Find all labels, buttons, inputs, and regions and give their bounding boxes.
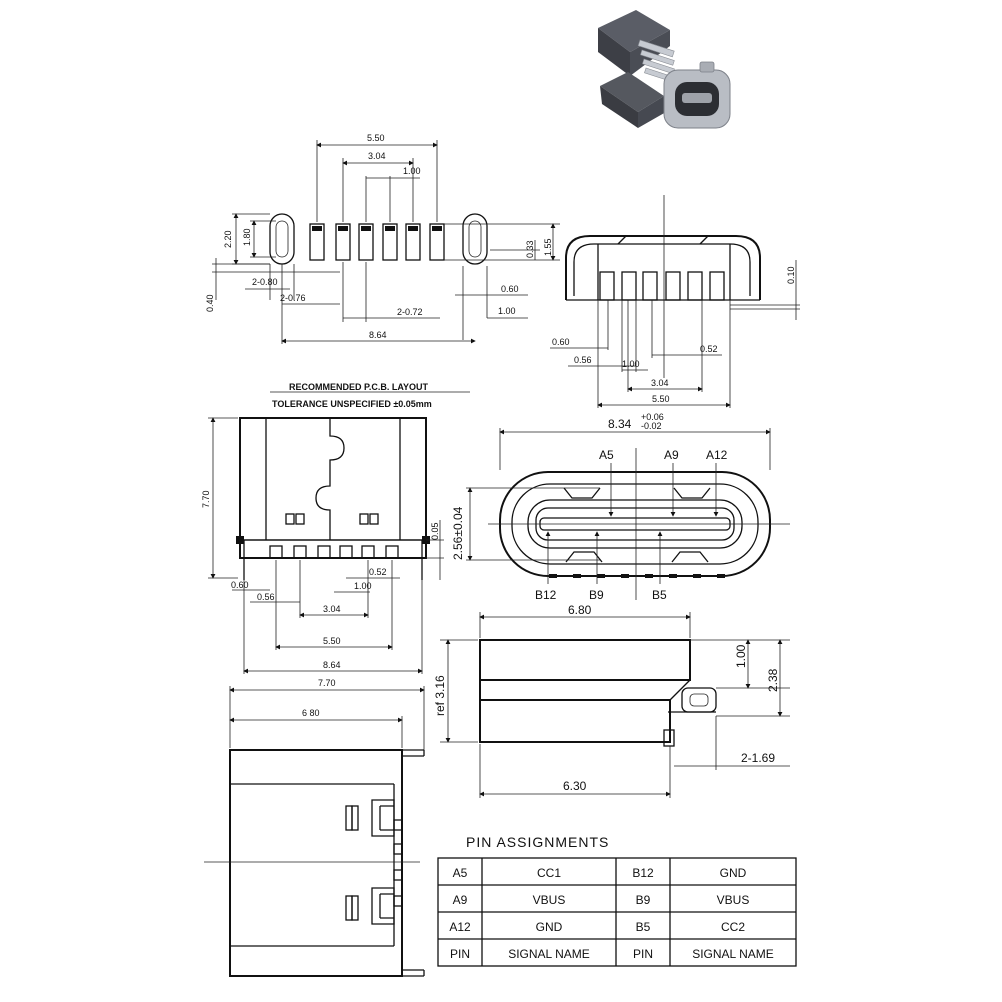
cell-r2-c1: GND: [536, 920, 563, 934]
front-dim-1-00: 1.00: [622, 359, 640, 369]
dim-3-04: 3.04: [368, 151, 386, 161]
cell-r2-c0: A12: [449, 920, 471, 934]
cell-r0-c1: CC1: [537, 866, 561, 880]
front-dim-0-56: 0.56: [574, 355, 592, 365]
cell-r3-c1: SIGNAL NAME: [508, 947, 590, 961]
profile-view: 6.80 1.00 2.38 ref 3.16 6.30 2-1.69: [433, 603, 790, 798]
cell-r3-c2: PIN: [633, 947, 653, 961]
product-photo: [598, 10, 731, 129]
dim-8-64: 8.64: [369, 330, 387, 340]
cell-r0-c0: A5: [453, 866, 468, 880]
pin-label-b9: B9: [589, 588, 604, 602]
dim-8-34: 8.34: [608, 417, 632, 431]
side-dim-0-05: 0.05: [430, 522, 440, 540]
side-dim-1-00: 1.00: [354, 581, 372, 591]
dim-1-55: 1.55: [543, 238, 553, 256]
dim-5-50: 5.50: [367, 133, 385, 143]
cell-r0-c2: B12: [632, 866, 654, 880]
front-dim-3-04: 3.04: [651, 378, 669, 388]
front-dim-0-60: 0.60: [552, 337, 570, 347]
front-dim-0-52: 0.52: [700, 344, 718, 354]
top-dim-6-80: 6 80: [302, 708, 320, 718]
dim-1-80: 1.80: [242, 228, 252, 246]
side-dim-0-56: 0.56: [257, 592, 275, 602]
mount-slot-left: [269, 213, 295, 265]
mount-slot-right: [462, 213, 488, 265]
pin-label-a12: A12: [706, 448, 728, 462]
side-dim-7-70: 7.70: [201, 490, 211, 508]
dim-1-00-b: 1.00: [498, 306, 516, 316]
pin-label-b5: B5: [652, 588, 667, 602]
cell-r3-c0: PIN: [450, 947, 470, 961]
pcb-layout-view: 5.50 3.04 1.00 2.20 1.80 0.40 1.55 0.33 …: [205, 133, 560, 344]
dim-0-40: 0.40: [205, 294, 215, 312]
pcb-tolerance-note: TOLERANCE UNSPECIFIED ±0.05mm: [272, 399, 432, 409]
dim-0-33: 0.33: [525, 240, 535, 258]
pin-table-title: PIN ASSIGNMENTS: [466, 834, 609, 850]
cell-r2-c3: CC2: [721, 920, 745, 934]
side-dim-8-64: 8.64: [323, 660, 341, 670]
side-dim-5-50: 5.50: [323, 636, 341, 646]
cell-r0-c3: GND: [720, 866, 747, 880]
pin-label-b12: B12: [535, 588, 557, 602]
top-dim-7-70: 7.70: [318, 678, 336, 688]
front-view: 0.10 0.60 0.56 0.52 1.00 3.04 5.50: [550, 195, 800, 408]
pin-assignments-table: PIN ASSIGNMENTS A5 CC1 B12 GND A9 VBUS B…: [437, 834, 797, 967]
profile-dim-6-80: 6.80: [568, 603, 592, 617]
profile-dim-2-1-69: 2-1.69: [741, 751, 775, 765]
pcb-pads: [309, 223, 445, 261]
profile-ref-3-16: ref 3.16: [433, 675, 447, 716]
cell-r1-c3: VBUS: [717, 893, 750, 907]
side-view: 7.70 0.05 0.60 0.56 0.52 1.00 3.04 5.50 …: [201, 417, 444, 674]
cell-r1-c0: A9: [453, 893, 468, 907]
profile-dim-1-00: 1.00: [734, 644, 748, 668]
cell-r2-c2: B5: [636, 920, 651, 934]
dim-2-0-72: 2-0.72: [397, 307, 423, 317]
profile-dim-2-38: 2.38: [766, 668, 780, 692]
pin-label-a9: A9: [664, 448, 679, 462]
tol-minus: -0.02: [641, 421, 662, 431]
dim-0-10: 0.10: [786, 266, 796, 284]
mating-face-view: 8.34 +0.06 -0.02 2.56±0.04 A5 A9 A12 B12…: [451, 412, 790, 602]
dim-2-0-80: 2-0.80: [252, 277, 278, 287]
dim-0-60: 0.60: [501, 284, 519, 294]
side-dim-0-52: 0.52: [369, 567, 387, 577]
dim-2-56: 2.56±0.04: [451, 506, 465, 560]
dim-1-00: 1.00: [403, 166, 421, 176]
cell-r1-c2: B9: [636, 893, 651, 907]
cell-r1-c1: VBUS: [533, 893, 566, 907]
front-dim-5-50: 5.50: [652, 394, 670, 404]
dim-2-20: 2.20: [223, 230, 233, 248]
side-dim-3-04: 3.04: [323, 604, 341, 614]
dim-2-0-76: 2-0.76: [280, 293, 306, 303]
top-view: 7.70 6 80: [204, 678, 425, 977]
cell-r3-c3: SIGNAL NAME: [692, 947, 774, 961]
profile-dim-6-30: 6.30: [563, 779, 587, 793]
pin-label-a5: A5: [599, 448, 614, 462]
side-dim-0-60: 0.60: [231, 580, 249, 590]
pcb-layout-title: RECOMMENDED P.C.B. LAYOUT: [289, 382, 429, 392]
tol-plus: +0.06: [641, 412, 664, 422]
